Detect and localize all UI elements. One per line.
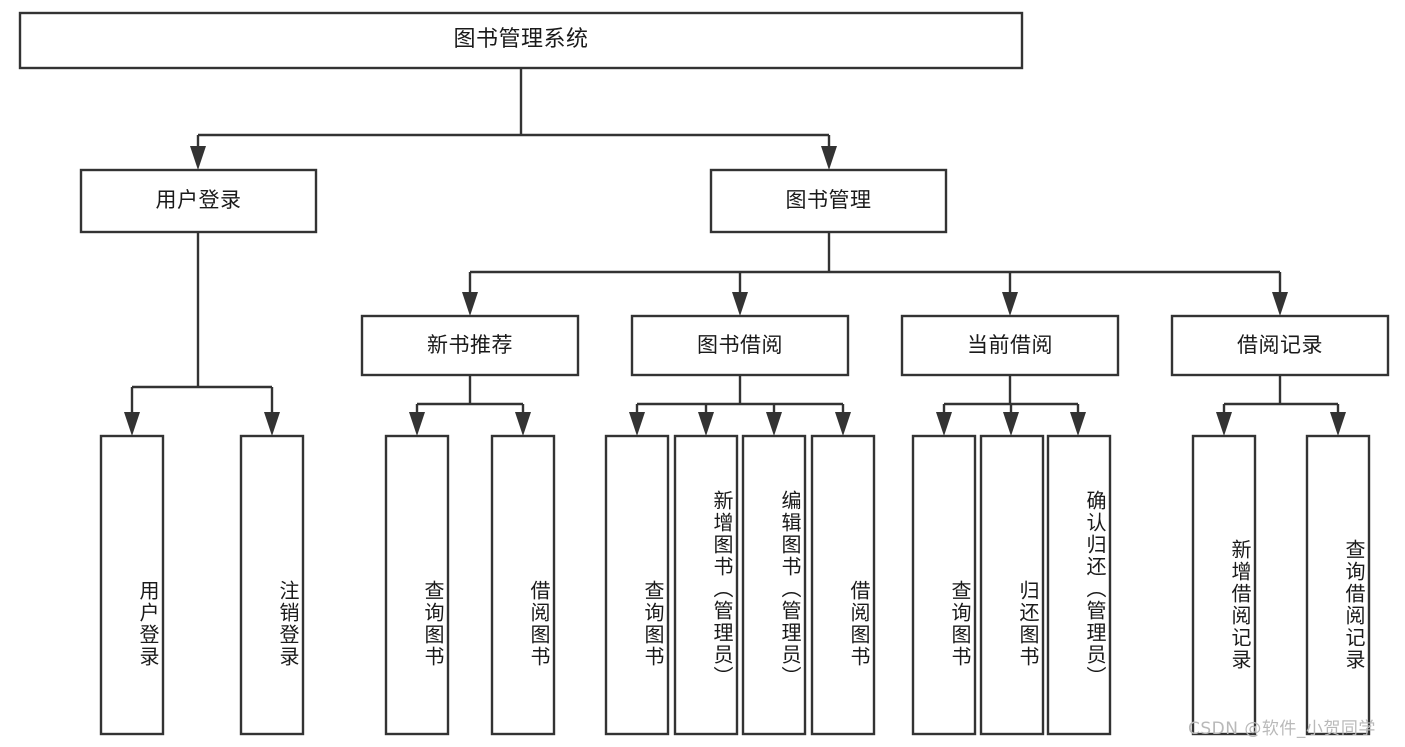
node-box-leaf-add-book[interactable] [673, 434, 739, 736]
node-box-leaf-confirm-return[interactable] [1046, 434, 1112, 736]
arrow-leaf-logout [264, 412, 280, 436]
node-box-leaf-logout[interactable] [239, 434, 305, 736]
node-box-current-borrow[interactable] [900, 314, 1120, 377]
node-box-leaf-query-book-3[interactable] [911, 434, 977, 736]
node-box-user-login[interactable] [79, 168, 318, 234]
node-box-leaf-borrow-book-1[interactable] [490, 434, 556, 736]
connector-group [124, 68, 1346, 436]
arrow-leaf-query-book-2 [629, 412, 645, 436]
node-box-leaf-borrow-book-2[interactable] [810, 434, 876, 736]
arrow-current-borrow [1002, 292, 1018, 316]
node-box-new-book-rec[interactable] [360, 314, 580, 377]
arrow-leaf-user-login [124, 412, 140, 436]
arrow-leaf-add-book [698, 412, 714, 436]
arrow-leaf-add-record [1216, 412, 1232, 436]
node-box-leaf-return-book[interactable] [979, 434, 1045, 736]
arrow-leaf-borrow-book-2 [835, 412, 851, 436]
arrow-leaf-query-record [1330, 412, 1346, 436]
arrow-book-borrow [732, 292, 748, 316]
node-rect-group [18, 11, 1390, 736]
node-box-leaf-add-record[interactable] [1191, 434, 1257, 736]
node-box-leaf-query-record[interactable] [1305, 434, 1371, 736]
node-box-leaf-user-login[interactable] [99, 434, 165, 736]
node-box-leaf-query-book-2[interactable] [604, 434, 670, 736]
node-box-book-borrow[interactable] [630, 314, 850, 377]
arrow-leaf-return-book [1003, 412, 1019, 436]
arrow-leaf-query-book-1 [409, 412, 425, 436]
node-box-borrow-record[interactable] [1170, 314, 1390, 377]
arrow-user-login [190, 146, 206, 170]
arrow-borrow-record [1272, 292, 1288, 316]
node-box-leaf-query-book-1[interactable] [384, 434, 450, 736]
csdn-watermark: CSDN @软件_小贺同学 [1188, 719, 1376, 739]
node-box-book-mgmt[interactable] [709, 168, 948, 234]
node-box-leaf-edit-book[interactable] [741, 434, 807, 736]
arrow-leaf-borrow-book-1 [515, 412, 531, 436]
arrow-book-mgmt [821, 146, 837, 170]
node-box-root[interactable] [18, 11, 1024, 70]
arrow-leaf-query-book-3 [936, 412, 952, 436]
arrow-leaf-edit-book [766, 412, 782, 436]
arrow-new-book-rec [462, 292, 478, 316]
arrow-leaf-confirm-return [1070, 412, 1086, 436]
